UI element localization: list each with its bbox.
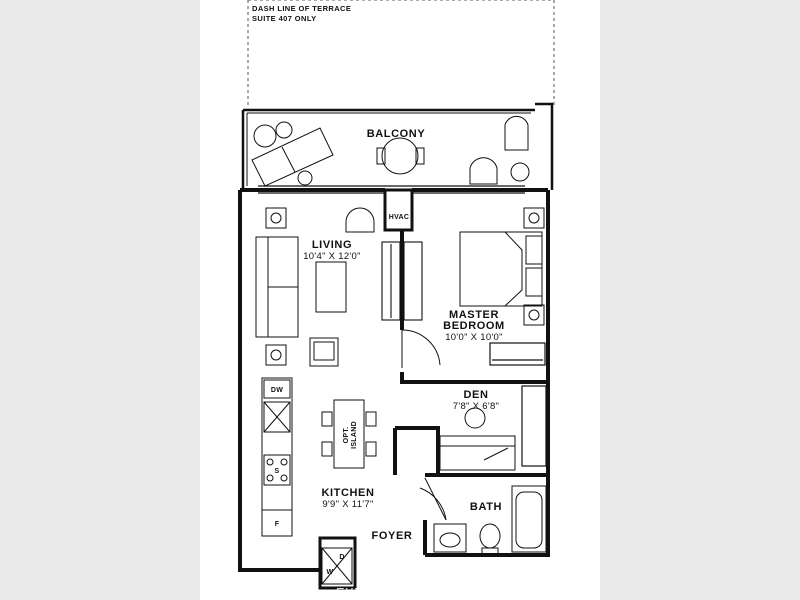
- fridge-label: F: [275, 521, 280, 528]
- bath-label: BATH: [470, 501, 502, 513]
- den-desk: [521, 385, 547, 467]
- living-label: LIVING: [312, 239, 352, 251]
- island-label-line1: OPT.: [343, 427, 350, 444]
- balcony-label: BALCONY: [367, 128, 426, 140]
- den-furniture: [439, 407, 516, 471]
- hvac-closet: [383, 188, 414, 232]
- bedroom-furniture: [459, 207, 545, 326]
- wardrobe: [381, 241, 423, 321]
- door-swings: [401, 329, 447, 521]
- den-label: DEN: [463, 389, 488, 401]
- balcony-railing: [246, 112, 531, 186]
- terrace-note-line2: SUITE 407 ONLY: [252, 14, 317, 23]
- island-label: OPT. ISLAND: [343, 421, 358, 449]
- terrace-note-line1: DASH LINE OF TERRACE: [252, 4, 351, 13]
- living-dimensions: 10'4" X 12'0": [303, 251, 361, 262]
- kitchen-fixtures: [261, 377, 377, 537]
- kitchen-dimensions: 9'9" X 11'7": [322, 499, 373, 510]
- master-bedroom-label-line1: MASTER: [449, 309, 499, 321]
- dryer-label: D: [339, 554, 344, 561]
- washer-label: W: [327, 569, 334, 576]
- watermark: EXP REALTY Brokerage: [336, 585, 488, 600]
- terrace-dash-line: [247, 0, 555, 108]
- island-label-line2: ISLAND: [351, 421, 358, 449]
- foyer-label: FOYER: [372, 530, 413, 542]
- laundry-closet: [321, 547, 353, 585]
- kitchen-label: KITCHEN: [321, 487, 374, 499]
- master-bedroom-label-line2: BEDROOM: [443, 320, 505, 332]
- master-closet: [489, 342, 546, 366]
- master-bedroom-dimensions: 10'0" X 10'0": [445, 332, 503, 343]
- living-furniture: [255, 207, 375, 367]
- interior-walls: [318, 230, 548, 590]
- bath-fixtures: [433, 485, 547, 555]
- stove-label: S: [275, 468, 280, 475]
- den-dimensions: 7'8" X 6'8": [453, 401, 499, 412]
- balcony-furniture: [251, 116, 530, 187]
- hvac-label: HVAC: [389, 214, 410, 221]
- dishwasher-label: DW: [271, 387, 283, 394]
